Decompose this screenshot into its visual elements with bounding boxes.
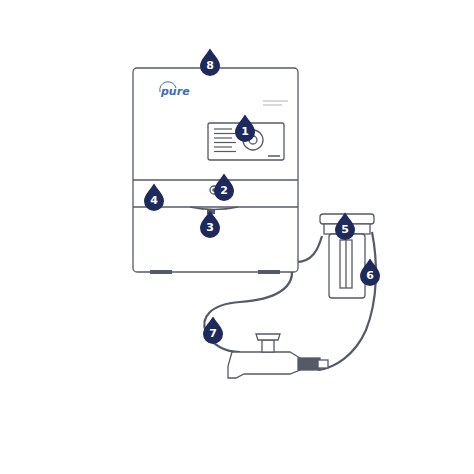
grille-line xyxy=(214,137,232,138)
callout-number: 3 xyxy=(199,210,221,234)
water-tap xyxy=(228,334,328,378)
callout-drop: 4 xyxy=(143,183,165,211)
callout-number: 2 xyxy=(213,173,235,197)
grille-line xyxy=(214,133,236,134)
drop-fill xyxy=(200,49,220,77)
grille-line xyxy=(214,128,232,129)
callout-drop: 6 xyxy=(359,258,381,286)
drop-fill xyxy=(235,115,255,143)
inlet-tube xyxy=(296,236,322,262)
brand-logo: pure xyxy=(161,85,190,98)
grille-line xyxy=(214,146,232,147)
callout-number: 8 xyxy=(199,48,221,72)
purifier-body xyxy=(133,68,298,274)
callout-drop: 1 xyxy=(234,114,256,142)
callout-number: 5 xyxy=(334,212,356,236)
drop-fill xyxy=(335,213,355,241)
callout-drop: 3 xyxy=(199,210,221,238)
drop-fill xyxy=(214,174,234,202)
drop-fill xyxy=(144,184,164,212)
display-bar xyxy=(268,155,280,157)
callout-number: 7 xyxy=(202,316,224,340)
grille-line xyxy=(214,151,236,152)
tap-tube xyxy=(318,232,376,370)
drop-fill xyxy=(200,211,220,239)
callout-number: 1 xyxy=(234,114,256,138)
callout-drop: 2 xyxy=(213,173,235,201)
callout-drop: 5 xyxy=(334,212,356,240)
drop-fill xyxy=(203,317,223,345)
grille-line xyxy=(214,142,236,143)
callout-drop: 8 xyxy=(199,48,221,76)
callout-number: 6 xyxy=(359,258,381,282)
drop-fill xyxy=(360,259,380,287)
display-grille xyxy=(214,129,236,152)
callout-number: 4 xyxy=(143,183,165,207)
callout-drop: 7 xyxy=(202,316,224,344)
